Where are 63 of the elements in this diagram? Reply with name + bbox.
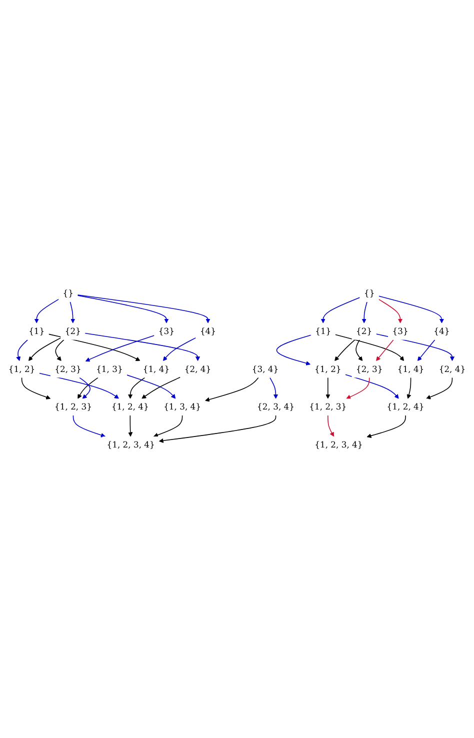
node-text: {3} [158,326,174,336]
arrow [366,414,406,438]
arrow [346,377,370,399]
node-text: {2, 4} [438,364,466,374]
arrow [326,377,330,399]
node-text: {1} [28,326,45,336]
arrow [158,414,276,443]
node-text: {1, 2, 4} [386,402,424,412]
arrow [28,337,62,361]
arrow [77,294,169,323]
arrow [21,377,51,400]
node-text: {4} [434,326,450,336]
node-text: {3, 4} [252,364,279,374]
arrow [334,334,404,361]
node-text: {2, 3, 4} [257,402,294,412]
arrow [70,301,76,323]
node-text: {1, 2, 3} [309,402,347,412]
arrow [55,339,64,361]
arrow [328,414,334,436]
arrow [417,339,436,361]
arrow [376,339,394,361]
arrow [126,374,176,399]
arrow [77,294,210,323]
node-text: {1, 2, 3, 4} [106,439,155,450]
arrow [16,339,28,361]
node-text: {1, 2, 4} [111,402,149,412]
node-text: {1, 4} [142,364,170,374]
node-text: {1, 2} [314,364,342,374]
arrow [270,377,278,399]
node-text: {1, 2, 3} [54,402,92,412]
arrow [378,298,403,323]
arrow [378,295,444,323]
node-text: {} [364,288,375,298]
arrow [85,334,155,362]
arrow [72,414,106,438]
node-text: {1, 2, 3, 4} [314,439,363,450]
arrow [362,301,368,323]
arrow [38,372,119,399]
node-text: {1} [315,326,332,336]
arrow [34,298,59,323]
arrow [128,377,146,399]
arrow [276,334,312,366]
node-text: {2, 4} [184,364,212,374]
arrow [356,339,363,361]
arrow [84,332,200,361]
arrow [345,374,399,399]
node-text: {} [62,288,74,298]
node-text: {1, 4} [397,364,424,374]
node-text: {1, 3} [96,364,123,374]
arrow [426,377,453,399]
node-text: {4} [200,326,216,336]
arrow [78,377,98,399]
arrow [142,376,181,399]
arrow [406,377,412,399]
arrow [320,296,360,323]
arrow [162,337,196,361]
node-text: {1, 3, 4} [164,402,202,412]
arrow [79,377,90,399]
node-text: {1, 2} [8,364,36,374]
arrow [154,414,183,437]
arrow [334,339,356,361]
arrow [128,414,133,436]
arrow [205,377,259,402]
